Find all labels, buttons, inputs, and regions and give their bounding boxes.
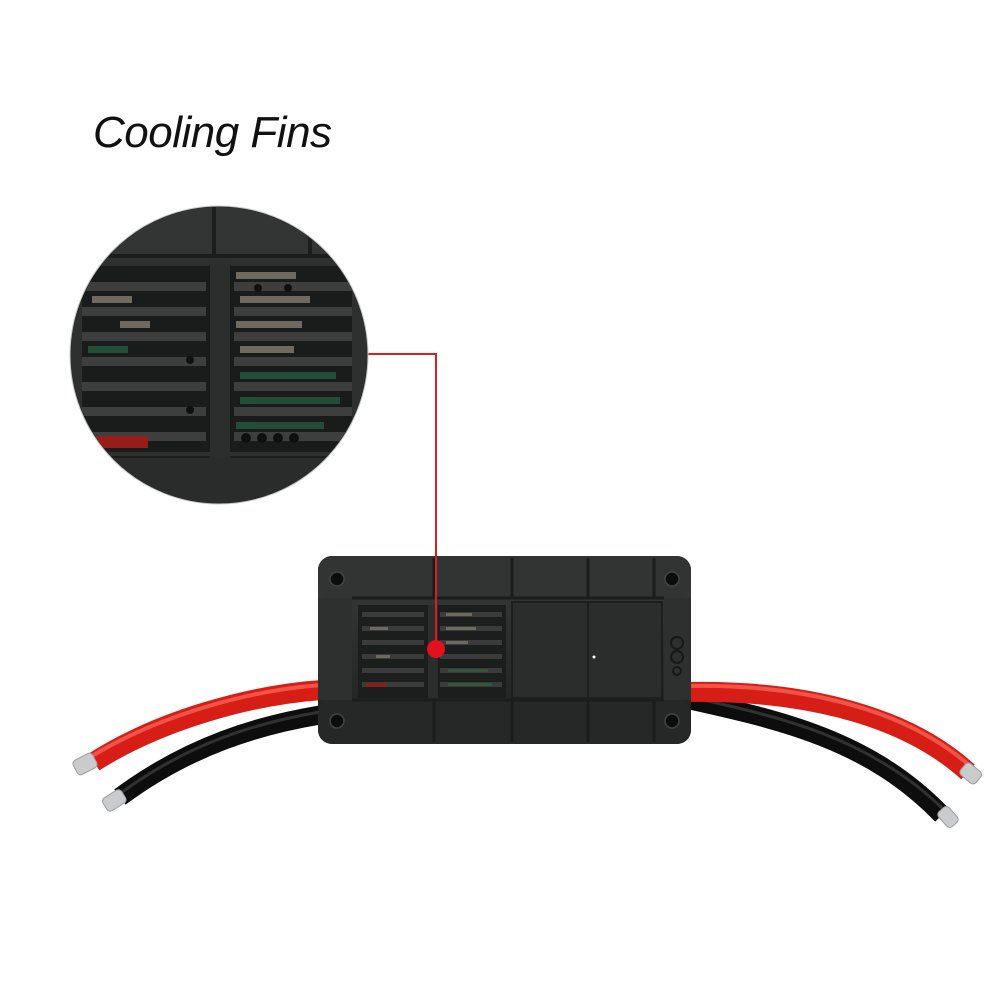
left-black-wire [114, 705, 322, 805]
right-red-wire [687, 681, 975, 780]
wires [72, 680, 983, 828]
converter-casing [318, 556, 691, 744]
right-red-wire-tip [959, 762, 983, 785]
right-black-wire [687, 690, 949, 822]
left-red-wire [88, 680, 323, 771]
magnified-inset [69, 205, 369, 505]
brand-emblem [670, 636, 684, 676]
callout-pointer [366, 353, 445, 658]
left-black-wire-tip [101, 789, 127, 812]
left-red-wire-tip [72, 752, 98, 776]
callout-dot [427, 640, 445, 658]
right-black-wire-tip [937, 806, 959, 828]
screw-holes [329, 571, 680, 729]
callout-label: Cooling Fins [93, 108, 332, 157]
